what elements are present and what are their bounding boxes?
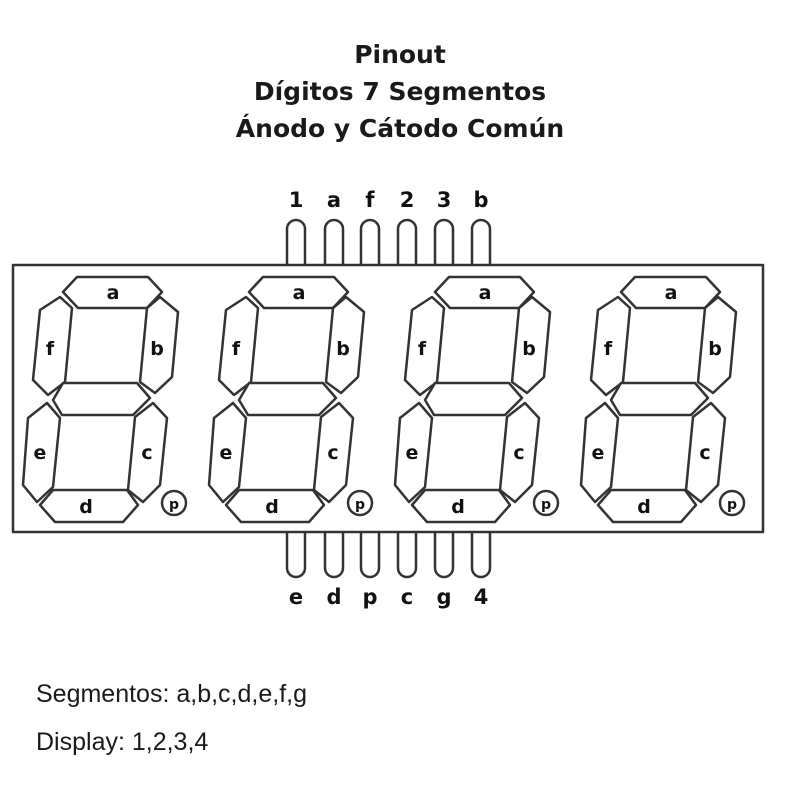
segment-e (579, 401, 620, 504)
segment-b (324, 295, 366, 395)
digit-3: a b f e c d p (393, 275, 560, 524)
segment-d-label: d (79, 496, 93, 518)
segment-a (61, 275, 164, 310)
segment-b-label: b (708, 338, 722, 360)
decimal-point-label: p (541, 497, 551, 513)
top-pin (396, 218, 418, 266)
decimal-point (346, 489, 374, 517)
decimal-point-label: p (169, 497, 179, 513)
segment-d (38, 488, 140, 524)
segment-d-label: d (637, 496, 651, 518)
segment-g (237, 381, 338, 417)
segment-g (423, 381, 524, 417)
segment-a (619, 275, 722, 310)
bottom-pin-label: d (326, 585, 341, 609)
top-pin-label: 1 (289, 188, 304, 212)
segment-f-label: f (46, 338, 55, 360)
top-pin (323, 218, 345, 266)
segment-e-label: e (406, 442, 419, 464)
bottom-pin (285, 531, 307, 579)
segment-g (51, 381, 152, 417)
top-pin-label: a (327, 188, 341, 212)
top-pin-label: b (473, 188, 488, 212)
segment-d (596, 488, 698, 524)
bottom-pin-label: c (401, 585, 413, 609)
top-pin-label: f (365, 188, 375, 212)
segment-e-label: e (592, 442, 605, 464)
bottom-pin-label: g (436, 585, 451, 609)
bottom-pin (433, 531, 455, 579)
decimal-point-label: p (355, 497, 365, 513)
bottom-pin (396, 531, 418, 579)
segment-d-label: d (451, 496, 465, 518)
segment-f-label: f (604, 338, 613, 360)
segment-e (21, 401, 62, 504)
segment-c-label: c (699, 442, 710, 464)
segment-f-label: f (232, 338, 241, 360)
segment-e (393, 401, 434, 504)
segment-b (510, 295, 552, 395)
top-pin (285, 218, 307, 266)
segment-a-label: a (107, 282, 120, 304)
top-pin (470, 218, 492, 266)
diagram-title: Pinout Dígitos 7 Segmentos Ánodo y Cátod… (0, 36, 800, 147)
segment-a (433, 275, 536, 310)
segment-a-label: a (479, 282, 492, 304)
segment-b (696, 295, 738, 395)
top-pin-label: 3 (437, 188, 452, 212)
bottom-pin (323, 531, 345, 579)
segment-c-label: c (327, 442, 338, 464)
segment-d (224, 488, 326, 524)
top-pin (433, 218, 455, 266)
title-line-1: Pinout (354, 40, 446, 69)
segment-e (207, 401, 248, 504)
bottom-pin-label: 4 (474, 585, 489, 609)
segment-g (609, 381, 710, 417)
footer-display: Display: 1,2,3,4 (36, 728, 209, 756)
segment-e-label: e (220, 442, 233, 464)
top-pin-label: 2 (400, 188, 415, 212)
decimal-point-label: p (727, 497, 737, 513)
digit-2: a b f e c d p (207, 275, 374, 524)
segment-e-label: e (34, 442, 47, 464)
decimal-point (718, 489, 746, 517)
segment-a (247, 275, 350, 310)
decimal-point (160, 489, 188, 517)
digit-1: a b f e c d p (21, 275, 188, 524)
segment-b-label: b (336, 338, 350, 360)
footer-segments: Segmentos: a,b,c,d,e,f,g (36, 680, 307, 708)
segment-f-label: f (418, 338, 427, 360)
segment-c-label: c (141, 442, 152, 464)
title-line-3: Ánodo y Cátodo Común (235, 114, 565, 143)
segment-a-label: a (293, 282, 306, 304)
segment-c-label: c (513, 442, 524, 464)
bottom-pin (359, 531, 381, 579)
segment-b-label: b (522, 338, 536, 360)
segment-b (138, 295, 180, 395)
bottom-pin-label: e (289, 585, 303, 609)
decimal-point (532, 489, 560, 517)
top-pin (359, 218, 381, 266)
segment-a-label: a (665, 282, 678, 304)
digit-4: a b f e c d p (579, 275, 746, 524)
segment-d-label: d (265, 496, 279, 518)
bottom-pin (470, 531, 492, 579)
bottom-pin-label: p (362, 585, 377, 609)
segment-b-label: b (150, 338, 164, 360)
segment-d (410, 488, 512, 524)
title-line-2: Dígitos 7 Segmentos (253, 77, 547, 106)
